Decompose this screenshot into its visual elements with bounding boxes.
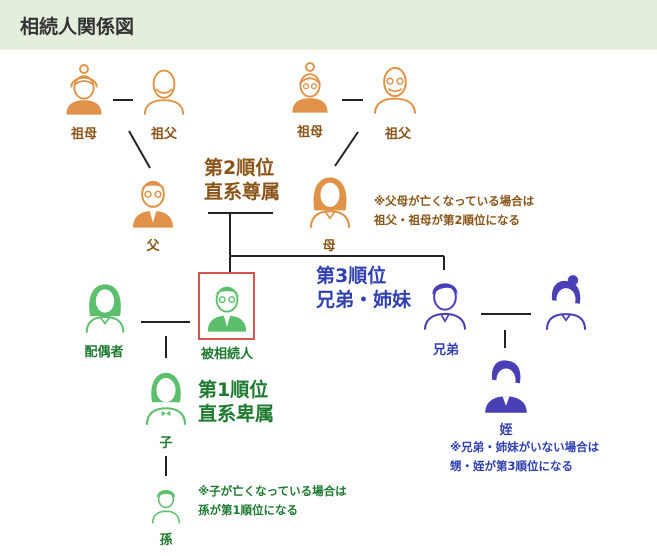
- line-maternal-to-mother: [334, 131, 359, 167]
- rank-second-line1: 第2順位: [204, 157, 275, 179]
- label-grandchild: 孫: [159, 533, 173, 548]
- note-siblings-line1: ※兄弟・姉妹がいない場合は: [450, 440, 600, 454]
- label-father: 父: [146, 239, 160, 254]
- label-spouse: 配偶者: [84, 345, 124, 360]
- label-paternal-grandmother: 祖母: [70, 127, 98, 142]
- rank-first-line2: 直系卑属: [198, 403, 275, 425]
- mother-icon: [309, 176, 351, 229]
- label-maternal-grandfather: 祖父: [384, 127, 412, 142]
- decedent-highlight-frame: [198, 272, 255, 340]
- nephew-icon: [485, 360, 527, 413]
- grandfather-icon: [143, 69, 185, 116]
- label-decedent: 被相続人: [200, 347, 254, 362]
- line-paternal-to-father: [128, 130, 151, 169]
- note-children-line1: ※子が亡くなっている場合は: [198, 484, 347, 498]
- label-maternal-grandmother: 祖母: [296, 125, 324, 140]
- note-children-line2: 孫が第1順位になる: [198, 503, 299, 517]
- note-parents-line1: ※父母が亡くなっている場合は: [374, 194, 535, 208]
- rank-first-heading: 第1順位 直系卑属: [198, 378, 274, 426]
- spouse-icon: [85, 283, 125, 334]
- brother-icon: [423, 282, 467, 331]
- grandfather-glasses-icon: [373, 66, 417, 115]
- note-siblings-line2: 甥・姪が第3順位になる: [450, 459, 574, 473]
- rank-second-line2: 直系尊属: [204, 181, 281, 203]
- connector-lines: [113, 99, 531, 476]
- label-child: 子: [159, 436, 173, 451]
- label-nephew-niece: 姪: [499, 423, 513, 438]
- note-parents-line2: 祖父・祖母が第2順位になる: [374, 213, 521, 227]
- rank-third-line2: 兄弟・姉妹: [316, 289, 412, 311]
- father-icon: [131, 180, 175, 229]
- child-icon: [145, 371, 187, 426]
- note-children: ※子が亡くなっている場合は 孫が第1順位になる: [198, 482, 347, 520]
- header-bar: 相続人関係図: [0, 0, 657, 50]
- sister-icon: [545, 273, 587, 331]
- grandchild-icon: [151, 489, 181, 525]
- grandmother-glasses-icon: [291, 61, 329, 114]
- note-parents: ※父母が亡くなっている場合は 祖父・祖母が第2順位になる: [374, 192, 534, 230]
- rank-first-line1: 第1順位: [198, 379, 269, 401]
- label-mother: 母: [322, 239, 336, 254]
- rank-third-heading: 第3順位 兄弟・姉妹: [316, 264, 411, 312]
- rank-third-line1: 第3順位: [316, 265, 387, 287]
- note-siblings: ※兄弟・姉妹がいない場合は 甥・姪が第3順位になる: [450, 438, 599, 476]
- label-brother: 兄弟: [432, 343, 460, 358]
- rank-second-heading: 第2順位 直系尊属: [204, 156, 280, 204]
- grandmother-icon: [65, 63, 103, 116]
- page-title: 相続人関係図: [20, 16, 135, 38]
- label-paternal-grandfather: 祖父: [150, 127, 178, 142]
